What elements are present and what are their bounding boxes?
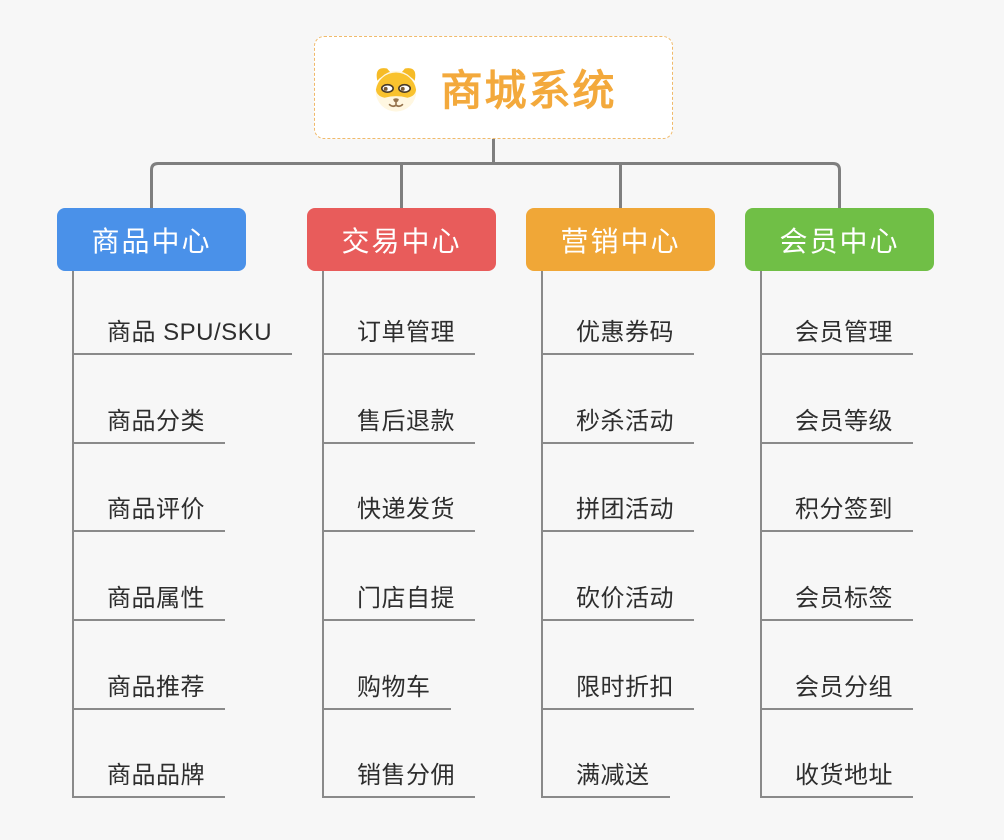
item-label[interactable]: 销售分佣 [324,755,475,799]
list-item: 砍价活动 [543,532,786,622]
list-item: 销售分佣 [324,710,567,799]
branch-items-marketing: 优惠券码 秒杀活动 拼团活动 砍价活动 限时折扣 满减送 [541,271,786,799]
item-label[interactable]: 秒杀活动 [543,401,694,444]
item-label[interactable]: 门店自提 [324,578,475,622]
list-item: 秒杀活动 [543,355,786,444]
item-label[interactable]: 快递发货 [324,489,475,533]
list-item: 会员分组 [762,621,1004,710]
list-item: 会员等级 [762,355,1004,444]
list-item: 拼团活动 [543,444,786,533]
list-item: 快递发货 [324,444,567,533]
item-label[interactable]: 会员标签 [762,578,913,622]
list-item: 满减送 [543,710,786,799]
item-label[interactable]: 限时折扣 [543,667,694,710]
list-item: 收货地址 [762,710,1004,799]
branch-header-members[interactable]: 会员中心 [745,208,934,271]
list-item: 商品 SPU/SKU [74,271,317,355]
item-label[interactable]: 商品评价 [74,489,225,533]
branch-items-products: 商品 SPU/SKU 商品分类 商品评价 商品属性 商品推荐 商品品牌 [72,271,317,799]
branch-header-trade[interactable]: 交易中心 [307,208,496,271]
item-label[interactable]: 商品分类 [74,401,225,444]
list-item: 商品推荐 [74,621,317,710]
item-label[interactable]: 满减送 [543,755,670,799]
dog-face-icon [376,67,417,112]
item-label[interactable]: 砍价活动 [543,578,694,622]
item-label[interactable]: 商品推荐 [74,667,225,710]
list-item: 会员管理 [762,271,1004,355]
branch-items-members: 会员管理 会员等级 积分签到 会员标签 会员分组 收货地址 [760,271,1004,799]
item-label[interactable]: 商品属性 [74,578,225,622]
branch-items-trade: 订单管理 售后退款 快递发货 门店自提 购物车 销售分佣 [322,271,567,799]
root-title: 商城系统 [440,67,617,114]
item-label[interactable]: 售后退款 [324,401,475,444]
item-label[interactable]: 订单管理 [324,312,475,355]
root-node[interactable]: 商城系统 [314,36,673,139]
branch-column-members: 会员中心 会员管理 会员等级 积分签到 会员标签 会员分组 收货地址 [745,208,1004,799]
list-item: 优惠券码 [543,271,786,355]
item-label[interactable]: 商品品牌 [74,755,225,799]
item-label[interactable]: 购物车 [324,667,451,710]
item-label[interactable]: 会员等级 [762,401,913,444]
list-item: 限时折扣 [543,621,786,710]
list-item: 订单管理 [324,271,567,355]
list-item: 售后退款 [324,355,567,444]
list-item: 商品属性 [74,532,317,622]
item-label[interactable]: 拼团活动 [543,489,694,533]
branch-header-marketing[interactable]: 营销中心 [526,208,715,271]
item-label[interactable]: 商品 SPU/SKU [74,312,293,355]
list-item: 会员标签 [762,532,1004,622]
branch-header-products[interactable]: 商品中心 [57,208,246,271]
item-label[interactable]: 会员分组 [762,667,913,710]
branch-column-products: 商品中心 商品 SPU/SKU 商品分类 商品评价 商品属性 商品推荐 商品品牌 [57,208,317,799]
list-item: 购物车 [324,621,567,710]
branch-column-trade: 交易中心 订单管理 售后退款 快递发货 门店自提 购物车 销售分佣 [307,208,567,799]
branch-rail-line [150,162,841,209]
list-item: 商品评价 [74,444,317,533]
item-label[interactable]: 优惠券码 [543,312,694,355]
list-item: 积分签到 [762,444,1004,533]
list-item: 门店自提 [324,532,567,622]
item-label[interactable]: 积分签到 [762,489,913,533]
list-item: 商品品牌 [74,710,317,799]
item-label[interactable]: 会员管理 [762,312,913,355]
branch-column-marketing: 营销中心 优惠券码 秒杀活动 拼团活动 砍价活动 限时折扣 满减送 [526,208,786,799]
list-item: 商品分类 [74,355,317,444]
item-label[interactable]: 收货地址 [762,755,913,799]
